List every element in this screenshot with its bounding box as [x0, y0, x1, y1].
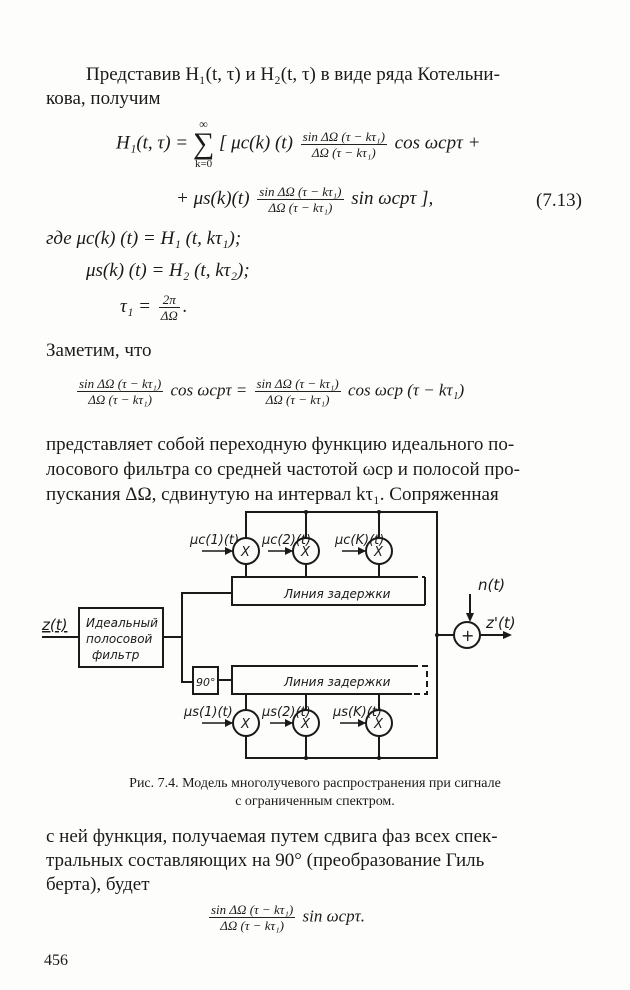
fraction: sin ΔΩ (τ − kτ₁)ΔΩ (τ − kτ₁)	[257, 184, 344, 215]
bandpass-filter-block	[78, 607, 164, 668]
paragraph-line: представляет собой переходную функцию ид…	[46, 434, 515, 455]
denominator: ΔΩ	[160, 308, 178, 323]
phase-shifter-block	[192, 666, 219, 695]
fraction: sin ΔΩ (τ − kτ₁)ΔΩ (τ − kτ₁)	[209, 902, 296, 933]
filter-label: полосовой	[86, 632, 153, 646]
equation-7-13-line2: + μs(k)(t) sin ΔΩ (τ − kτ₁)ΔΩ (τ − kτ₁) …	[176, 184, 433, 215]
denominator: ΔΩ (τ − kτ₁)	[268, 200, 333, 215]
adder-circle	[453, 621, 481, 649]
adder-symbol: +	[461, 626, 474, 645]
filter-label: фильтр	[92, 648, 140, 662]
multipliers	[232, 537, 393, 737]
mu-s-label: μs(1)(t)	[183, 705, 233, 720]
denominator: ΔΩ (τ − kτ₁)	[220, 918, 285, 933]
page-number: 456	[44, 952, 68, 969]
denominator: ΔΩ (τ − kτ₁)	[265, 392, 330, 407]
equation-number: (7.13)	[536, 190, 582, 211]
identity-mid: cos ωcpτ =	[170, 380, 248, 400]
identity-equation: sin ΔΩ (τ − kτ₁)ΔΩ (τ − kτ₁) cos ωcpτ = …	[74, 376, 464, 407]
where-line: μs(k) (t) = H₂ (t, kτ₂);	[86, 260, 250, 281]
tau-lhs: τ₁ =	[120, 295, 151, 317]
eq-term1-tail: cos ωcpτ +	[394, 132, 481, 154]
output-label: z'(t)	[485, 614, 516, 632]
eq-lhs: H₁(t, τ) =	[116, 132, 189, 154]
sum-upper: ∞	[199, 117, 208, 131]
numerator: sin ΔΩ (τ − kτ₁)	[254, 376, 341, 392]
where-line: где μc(k) (t) = H₁ (t, kτ₁);	[46, 228, 242, 249]
mult-symbol: X	[240, 717, 251, 732]
eq-term1: [ μc(k) (t)	[219, 132, 293, 154]
delay-line-label: Линия задержки	[283, 587, 391, 601]
figure-caption: с ограниченным спектром.	[235, 794, 395, 809]
fraction: sin ΔΩ (τ − kτ₁)ΔΩ (τ − kτ₁)	[77, 376, 164, 407]
figure-caption: Рис. 7.4. Модель многолучевого распростр…	[129, 776, 501, 791]
delay-line-label: Линия задержки	[283, 675, 391, 689]
mu-s-label: μs(2)(t)	[261, 705, 311, 720]
input-label: z(t)	[41, 616, 67, 634]
mu-c-label: μc(2)(t)	[261, 533, 311, 548]
paragraph-line: тральных составляющих на 90° (преобразов…	[46, 850, 485, 871]
paragraph-line: Представив H₁(t, τ) и H₂(t, τ) в виде ря…	[86, 64, 500, 85]
numerator: sin ΔΩ (τ − kτ₁)	[300, 128, 387, 145]
denominator: ΔΩ (τ − kτ₁)	[311, 144, 376, 160]
filter-label: Идеальный	[86, 616, 158, 630]
final-equation: sin ΔΩ (τ − kτ₁)ΔΩ (τ − kτ₁) sin ωcpτ.	[206, 902, 365, 933]
mult-symbol: X	[373, 717, 384, 732]
eq-term2: + μs(k)(t)	[176, 187, 250, 209]
mu-s-label: μs(K)(t)	[332, 705, 382, 720]
paragraph-line: берта), будет	[46, 874, 150, 895]
paragraph-line: пускания ΔΩ, сдвинутую на интервал kτ₁. …	[46, 484, 499, 505]
sum-sign: ∑	[192, 127, 215, 160]
final-eq-tail: sin ωcpτ.	[302, 906, 365, 926]
paragraph-line: кова, получим	[46, 88, 161, 109]
mu-c-label: μc(K)(t)	[334, 533, 384, 548]
mult-symbol: X	[373, 545, 384, 560]
mult-symbol: X	[240, 545, 251, 560]
mu-c-label: μc(1)(t)	[189, 533, 239, 548]
delay-line-bottom	[231, 665, 412, 695]
equation-7-13-line1: H₁(t, τ) = ∞ ∑ k=0 [ μc(k) (t) sin ΔΩ (τ…	[116, 118, 480, 170]
sum-lower: k=0	[194, 158, 213, 170]
paragraph-line: лосового фильтра со средней частотой ωcp…	[46, 459, 520, 480]
fraction: sin ΔΩ (τ − kτ₁)ΔΩ (τ − kτ₁)	[300, 128, 387, 160]
numerator: sin ΔΩ (τ − kτ₁)	[209, 902, 296, 918]
noise-label: n(t)	[478, 576, 505, 594]
numerator: 2π	[158, 292, 180, 308]
fraction: sin ΔΩ (τ − kτ₁)ΔΩ (τ − kτ₁)	[254, 376, 341, 407]
eq-term2-tail: sin ωcpτ ],	[351, 187, 434, 209]
numerator: sin ΔΩ (τ − kτ₁)	[77, 376, 164, 392]
note-text: Заметим, что	[46, 340, 152, 361]
arrowheads	[225, 510, 512, 760]
mult-symbol: X	[300, 545, 311, 560]
period: .	[182, 295, 188, 317]
phase-label: 90°	[196, 676, 216, 689]
denominator: ΔΩ (τ − kτ₁)	[88, 392, 153, 407]
numerator: sin ΔΩ (τ − kτ₁)	[257, 184, 344, 200]
paragraph-line: с ней функция, получаемая путем сдвига ф…	[46, 826, 498, 847]
identity-tail: cos ωcp (τ − kτ₁)	[347, 380, 465, 400]
mult-symbol: X	[300, 717, 311, 732]
summation: ∞ ∑ k=0	[193, 118, 214, 170]
